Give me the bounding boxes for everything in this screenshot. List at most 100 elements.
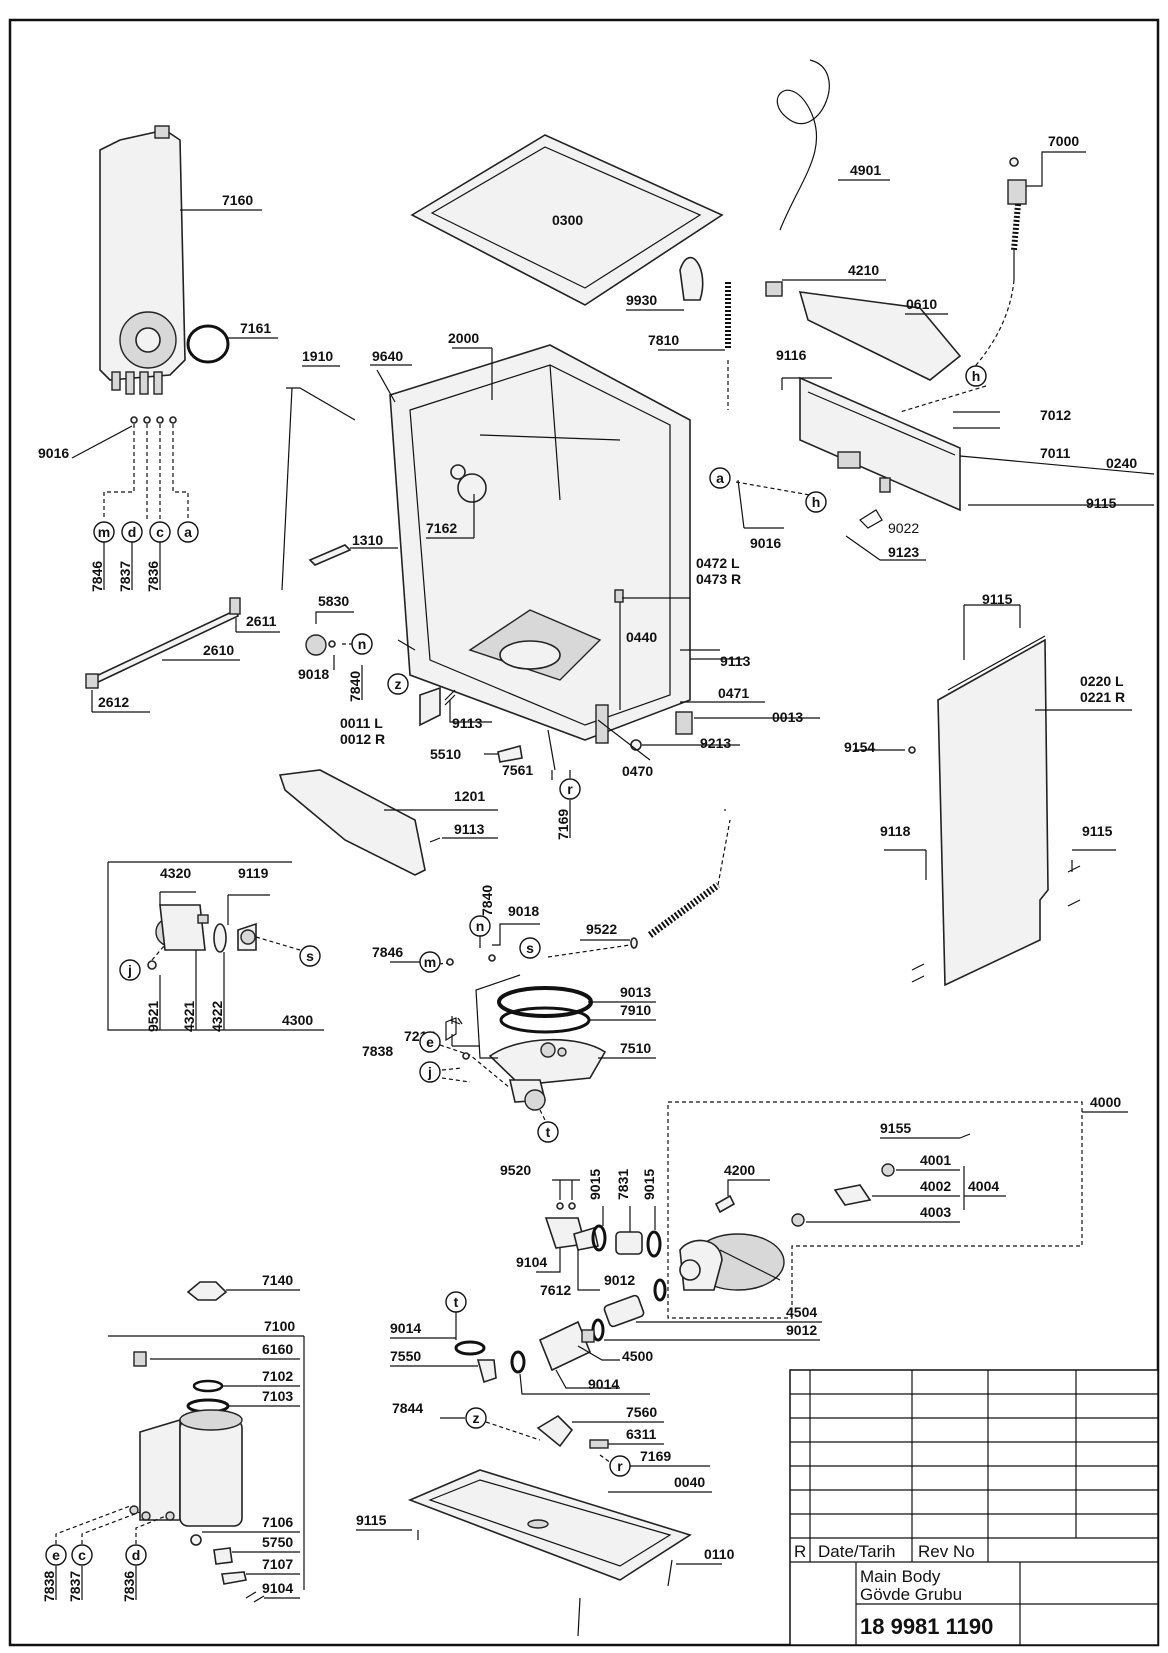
label-7837-top: 7837 bbox=[117, 561, 133, 592]
label-4322: 4322 bbox=[209, 1001, 225, 1032]
sheet-border bbox=[8, 18, 1160, 1647]
part-0040-base bbox=[407, 1469, 692, 1581]
svg-text:t: t bbox=[454, 1294, 459, 1310]
label-9640: 9640 bbox=[372, 348, 403, 364]
label-9015-a: 9015 bbox=[587, 1169, 603, 1200]
svg-text:c: c bbox=[78, 1547, 86, 1563]
label-6311: 6311 bbox=[626, 1426, 657, 1442]
label-4000: 4000 bbox=[1090, 1094, 1121, 1110]
part-0220-side-panel bbox=[937, 638, 1049, 987]
label-7011: 7011 bbox=[1040, 445, 1071, 461]
title-block: R Date/Tarih Rev No Main Body Gövde Grub… bbox=[789, 1369, 1159, 1646]
part-labels: 0300 4901 7000 7160 7161 1910 9640 2000 … bbox=[38, 133, 1137, 1602]
label-7846-low: 7846 bbox=[372, 944, 403, 960]
svg-text:a: a bbox=[716, 470, 724, 486]
label-9520: 9520 bbox=[500, 1162, 531, 1178]
label-7100: 7100 bbox=[264, 1318, 295, 1334]
label-7840-low: 7840 bbox=[479, 885, 495, 916]
label-7836-low: 7836 bbox=[121, 1571, 137, 1602]
label-7103: 7103 bbox=[262, 1388, 293, 1404]
label-0610: 0610 bbox=[906, 296, 937, 312]
label-7837-low: 7837 bbox=[67, 1571, 83, 1602]
callout-e-mid: e bbox=[419, 1031, 441, 1053]
part-9012-clamp-a bbox=[653, 1278, 667, 1302]
label-9213: 9213 bbox=[700, 735, 731, 751]
callout-n-low: n bbox=[469, 915, 491, 937]
svg-text:h: h bbox=[812, 494, 821, 510]
part-7107 bbox=[221, 1571, 247, 1585]
part-5750 bbox=[213, 1547, 233, 1565]
drawing-title-en: Main Body bbox=[860, 1567, 941, 1586]
label-0471: 0471 bbox=[718, 685, 749, 701]
label-7162: 7162 bbox=[426, 520, 457, 536]
label-9104-mid: 9104 bbox=[516, 1254, 547, 1270]
label-4321: 4321 bbox=[181, 1001, 197, 1032]
label-9119: 9119 bbox=[238, 865, 269, 881]
part-0240-bracket bbox=[799, 376, 961, 512]
part-7831-hose bbox=[615, 1231, 643, 1255]
svg-text:m: m bbox=[98, 524, 110, 540]
part-2000-tub bbox=[389, 344, 691, 744]
label-0012: 0012 R bbox=[340, 731, 385, 747]
label-4504: 4504 bbox=[786, 1304, 817, 1320]
label-4200: 4200 bbox=[724, 1162, 755, 1178]
label-9022: 9022 bbox=[888, 520, 919, 536]
label-9104-low: 9104 bbox=[262, 1580, 293, 1596]
label-9113-right: 9113 bbox=[720, 653, 751, 669]
label-9930: 9930 bbox=[626, 292, 657, 308]
part-0013-block bbox=[675, 711, 693, 735]
svg-text:n: n bbox=[476, 918, 485, 934]
part-4001 bbox=[881, 1163, 895, 1177]
svg-text:n: n bbox=[358, 636, 367, 652]
label-7169-low: 7169 bbox=[640, 1448, 671, 1464]
part-5510 bbox=[497, 744, 523, 763]
part-4002 bbox=[833, 1184, 872, 1206]
part-0300-lid bbox=[410, 134, 724, 306]
label-4004: 4004 bbox=[968, 1178, 999, 1194]
label-1910: 1910 bbox=[302, 348, 333, 364]
label-1201: 1201 bbox=[454, 788, 485, 804]
part-4210 bbox=[765, 281, 783, 297]
label-4500: 4500 bbox=[622, 1348, 653, 1364]
label-7102: 7102 bbox=[262, 1368, 293, 1384]
label-4210: 4210 bbox=[848, 262, 879, 278]
label-0221: 0221 R bbox=[1080, 689, 1125, 705]
part-5830 bbox=[305, 634, 327, 656]
part-7550-elbow bbox=[476, 1359, 497, 1384]
part-4320-valve bbox=[155, 904, 209, 951]
callout-m-top: m bbox=[93, 521, 115, 543]
label-9115-upper: 9115 bbox=[1086, 495, 1117, 511]
part-4200 bbox=[714, 1194, 736, 1214]
label-7107: 7107 bbox=[262, 1556, 293, 1572]
svg-text:m: m bbox=[424, 954, 436, 970]
label-9115-base: 9115 bbox=[356, 1512, 387, 1528]
part-6311 bbox=[589, 1439, 609, 1449]
label-7838-mid: 7838 bbox=[362, 1043, 393, 1059]
label-9118: 9118 bbox=[880, 823, 911, 839]
label-0472: 0472 L bbox=[696, 555, 740, 571]
svg-text:d: d bbox=[132, 1547, 141, 1563]
label-9016-right: 9016 bbox=[750, 535, 781, 551]
callout-t-mid: t bbox=[537, 1121, 559, 1143]
label-9018-top: 9018 bbox=[298, 666, 329, 682]
part-4500-housing bbox=[538, 1320, 592, 1372]
label-7560: 7560 bbox=[626, 1404, 657, 1420]
callout-z-low: z bbox=[465, 1407, 487, 1429]
part-9015-clamp-a bbox=[591, 1224, 607, 1252]
label-7836-top: 7836 bbox=[145, 561, 161, 592]
label-9014-left: 9014 bbox=[390, 1320, 421, 1336]
label-4003: 4003 bbox=[920, 1204, 951, 1220]
part-7102-seal bbox=[192, 1379, 224, 1393]
part-7560 bbox=[536, 1414, 574, 1448]
label-2610: 2610 bbox=[203, 642, 234, 658]
label-7106: 7106 bbox=[262, 1514, 293, 1530]
callout-d-low: d bbox=[125, 1544, 147, 1566]
label-4002: 4002 bbox=[920, 1178, 951, 1194]
part-9930-clip bbox=[679, 256, 704, 301]
label-7550: 7550 bbox=[390, 1348, 421, 1364]
label-9113-low: 9113 bbox=[454, 821, 485, 837]
label-0110: 0110 bbox=[704, 1546, 735, 1562]
label-7510: 7510 bbox=[620, 1040, 651, 1056]
label-4001: 4001 bbox=[920, 1152, 951, 1168]
